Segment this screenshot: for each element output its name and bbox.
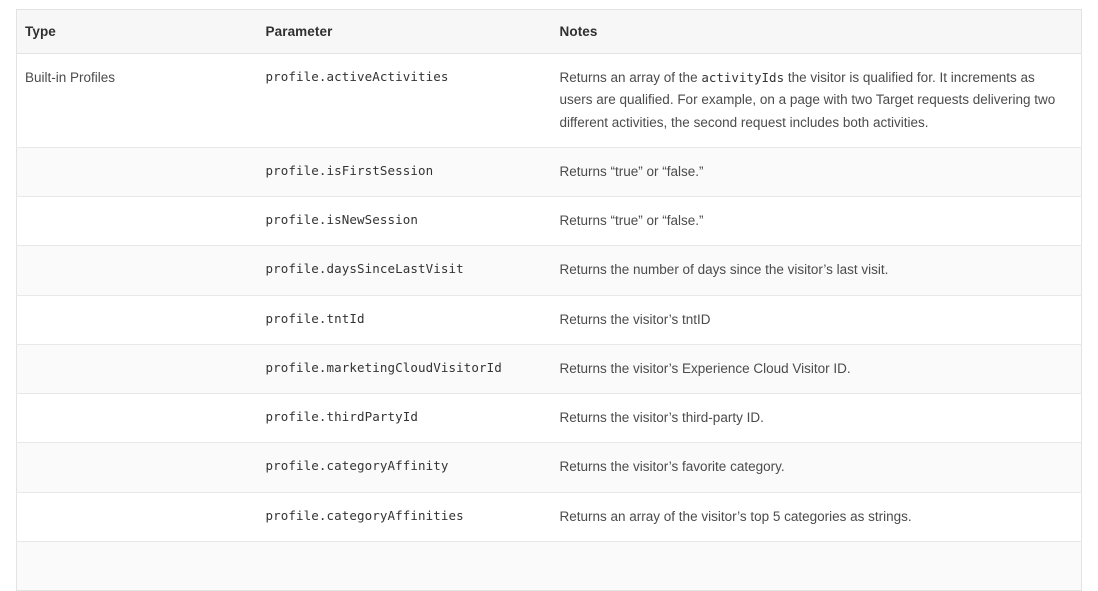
table-row-partial [16,540,1082,591]
table-row: profile.categoryAffinity Returns the vis… [16,442,1082,493]
table-row: profile.categoryAffinities Returns an ar… [16,491,1082,542]
cell-type: Built-in Profiles [25,70,116,85]
parameter-table-container: Type Parameter Notes Built-in Profiles p… [16,9,1082,591]
cell-notes: Returns the visitor’s tntID [551,294,1082,345]
cell-parameter [257,540,552,591]
cell-notes: Returns the number of days since the vis… [551,245,1082,296]
cell-notes [551,540,1082,591]
column-header-notes: Notes [551,9,1082,54]
cell-type [16,146,258,197]
cell-parameter: profile.marketingCloudVisitorId [257,343,552,394]
cell-type [16,540,258,591]
table-row: profile.tntId Returns the visitor’s tntI… [16,294,1082,345]
cell-type [16,245,258,296]
table-row: Built-in Profiles profile.activeActiviti… [16,53,1082,148]
cell-type [16,393,258,443]
built-in-profiles-parameter-table: Type Parameter Notes Built-in Profiles p… [16,9,1082,591]
table-row: profile.isFirstSession Returns “true” or… [16,146,1082,197]
cell-parameter: profile.isNewSession [257,196,552,246]
notes-text-before: Returns an array of the [559,70,702,85]
column-header-parameter: Parameter [257,9,552,54]
cell-parameter: profile.daysSinceLastVisit [257,245,552,296]
cell-parameter: profile.categoryAffinity [257,442,552,493]
cell-parameter: profile.isFirstSession [257,146,552,197]
cell-notes: Returns “true” or “false.” [551,146,1082,197]
table-row: profile.marketingCloudVisitorId Returns … [16,343,1082,394]
table-row: profile.thirdPartyId Returns the visitor… [16,393,1082,443]
cell-parameter: profile.categoryAffinities [257,491,552,542]
cell-type [16,294,258,345]
cell-notes: Returns the visitor’s Experience Cloud V… [551,343,1082,394]
cell-parameter: profile.activeActivities [265,69,449,84]
table-header: Type Parameter Notes [16,9,1082,54]
cell-notes: Returns an array of the activityIds the … [552,54,1082,148]
table-row: profile.daysSinceLastVisit Returns the n… [16,245,1082,296]
table-row: profile.isNewSession Returns “true” or “… [16,196,1082,246]
cell-notes: Returns the visitor’s third-party ID. [551,393,1082,443]
cell-type [16,343,258,394]
cell-notes: Returns the visitor’s favorite category. [551,442,1082,493]
column-header-type: Type [16,9,258,54]
cell-type [16,491,258,542]
notes-text-after: the visitor is qualified for. It increme… [559,70,1056,130]
table-body: Built-in Profiles profile.activeActiviti… [16,53,1082,591]
cell-type [16,196,258,246]
cell-parameter: profile.thirdPartyId [257,393,552,443]
table-header-row: Type Parameter Notes [16,9,1082,54]
cell-parameter: profile.tntId [257,294,552,345]
inline-code-activityids: activityIds [701,70,785,85]
cell-type [16,442,258,493]
cell-notes: Returns an array of the visitor’s top 5 … [551,491,1082,542]
cell-notes: Returns “true” or “false.” [551,196,1082,246]
